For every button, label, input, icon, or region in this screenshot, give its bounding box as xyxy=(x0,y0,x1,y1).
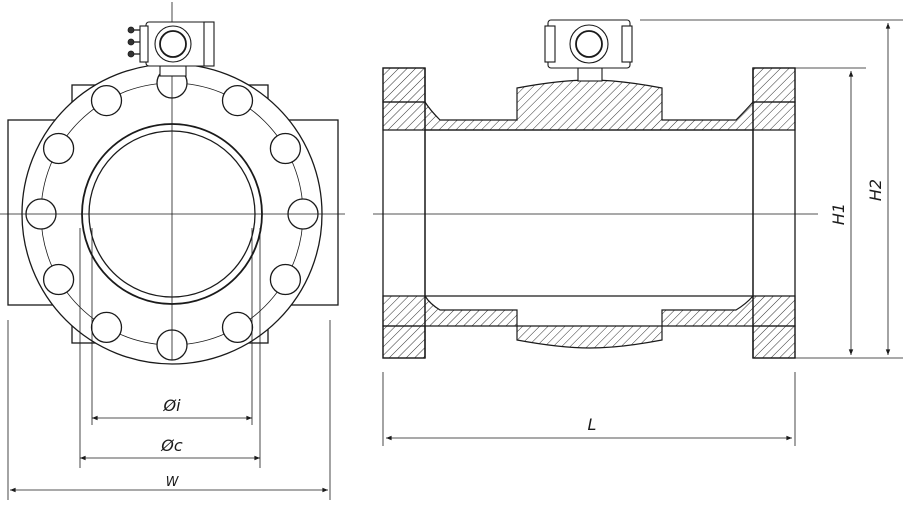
housing-side xyxy=(139,25,149,63)
label-inner-diameter: Øi xyxy=(162,396,181,415)
label-height1: H1 xyxy=(829,203,848,225)
cable-gland xyxy=(127,38,135,46)
transmitter-head-front xyxy=(127,21,215,77)
neck xyxy=(159,65,187,77)
transmitter-head-side xyxy=(544,19,633,82)
side-view: L H1 H2 xyxy=(373,19,903,446)
upper-wall-section xyxy=(382,79,796,131)
label-width: W xyxy=(166,475,180,490)
label-length: L xyxy=(588,415,597,434)
display-window xyxy=(159,30,187,58)
label-height2: H2 xyxy=(866,179,885,201)
bolt-hole xyxy=(42,132,75,165)
bolt-hole xyxy=(269,132,302,165)
bolt-hole xyxy=(90,311,123,344)
neck xyxy=(577,67,603,82)
bolt-hole xyxy=(90,84,123,117)
label-bolt-circle: Øc xyxy=(160,436,183,455)
housing-side xyxy=(203,21,215,67)
bolt-hole xyxy=(269,263,302,296)
front-view: Øi Øc W xyxy=(0,2,345,500)
display-window xyxy=(575,30,603,58)
bolt-hole xyxy=(42,263,75,296)
lower-wall-section xyxy=(382,295,796,349)
bolt-hole xyxy=(221,84,254,117)
cable-gland xyxy=(127,26,135,34)
cable-gland xyxy=(127,50,135,58)
bolt-hole xyxy=(221,311,254,344)
